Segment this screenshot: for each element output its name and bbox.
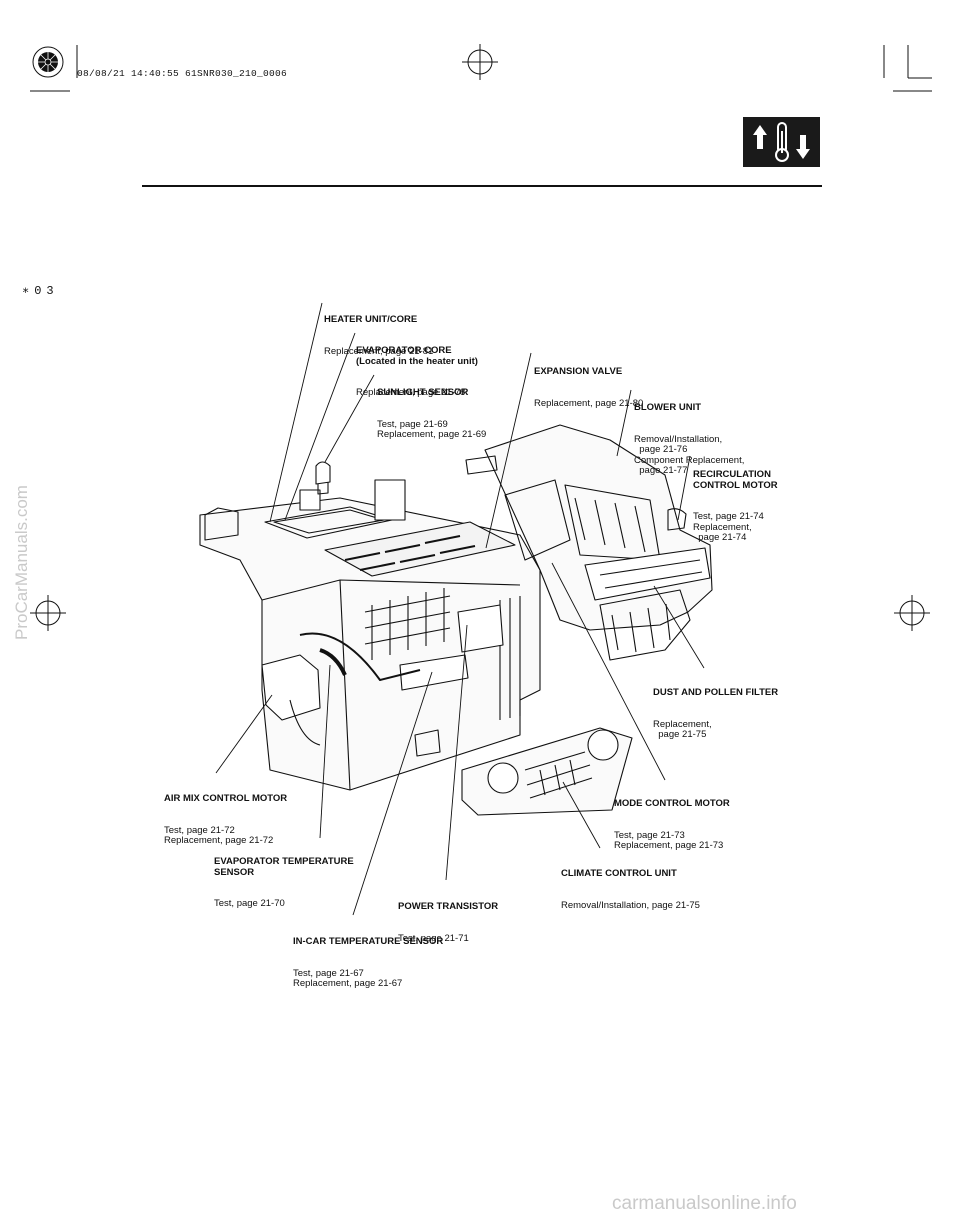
callout-detail: Test, page 21-69 Replacement, page 21-69	[377, 418, 487, 440]
watermark-side: ProCarManuals.com	[12, 485, 31, 640]
callout-detail: Test, page 21-73 Replacement, page 21-73	[614, 829, 724, 851]
print-stamp: 08/08/21 14:40:55 61SNR030_210_0006	[77, 68, 288, 79]
callout-evaporator-temp-sensor: EVAPORATOR TEMPERATURE SENSOR Test, page…	[214, 836, 354, 920]
page-code: ∗03	[22, 284, 59, 298]
callout-detail: Test, page 21-72 Replacement, page 21-72	[164, 824, 274, 846]
callout-title: AIR MIX CONTROL MOTOR	[164, 793, 288, 804]
callout-detail: Test, page 21-70	[214, 898, 285, 909]
callout-in-car-temp-sensor: IN-CAR TEMPERATURE SENSOR Test, page 21-…	[293, 916, 443, 1000]
callout-title: SUNLIGHT SENSOR	[377, 387, 469, 398]
callout-title: BLOWER UNIT	[634, 402, 702, 413]
registration-target-icon	[32, 46, 64, 78]
callout-title: POWER TRANSISTOR	[398, 901, 499, 912]
callout-title: CLIMATE CONTROL UNIT	[561, 868, 677, 879]
callout-expansion-valve: EXPANSION VALVE Replacement, page 21-80	[534, 346, 643, 420]
callout-title: HEATER UNIT/CORE	[324, 314, 418, 325]
callout-climate-control-unit: CLIMATE CONTROL UNIT Removal/Installatio…	[561, 848, 700, 922]
callout-title: EVAPORATOR TEMPERATURE SENSOR	[214, 856, 354, 878]
callout-detail: Test, page 21-74 Replacement, page 21-74	[693, 511, 764, 543]
header-rule	[142, 185, 822, 187]
callout-title: EXPANSION VALVE	[534, 366, 623, 377]
callout-power-transistor: POWER TRANSISTOR Test, page 21-71	[398, 881, 498, 955]
callout-sunlight-sensor: SUNLIGHT SENSOR Test, page 21-69 Replace…	[377, 367, 486, 451]
callout-detail: Replacement, page 21-80	[534, 397, 644, 409]
callout-detail: Test, page 21-67 Replacement, page 21-67	[293, 967, 403, 989]
callout-air-mix-motor: AIR MIX CONTROL MOTOR Test, page 21-72 R…	[164, 773, 287, 857]
callout-title: RECIRCULATION CONTROL MOTOR	[693, 469, 778, 491]
callout-dust-filter: DUST AND POLLEN FILTER Replacement, page…	[653, 667, 778, 751]
callout-title: MODE CONTROL MOTOR	[614, 798, 730, 809]
watermark-bottom: carmanualsonline.info	[612, 1193, 797, 1214]
callout-detail: Removal/Installation, page 21-75	[561, 899, 700, 911]
callout-detail: Test, page 21-71	[398, 932, 469, 944]
callout-recirculation-motor: RECIRCULATION CONTROL MOTOR Test, page 2…	[693, 449, 778, 554]
callout-detail: Replacement, page 21-75	[653, 718, 712, 740]
callout-title: IN-CAR TEMPERATURE SENSOR	[293, 936, 444, 947]
callout-detail: Removal/Installation, page 21-76 Compone…	[634, 433, 745, 476]
callout-mode-motor: MODE CONTROL MOTOR Test, page 21-73 Repl…	[614, 778, 730, 862]
climate-thermometer-icon	[743, 117, 820, 167]
callout-blower-unit: BLOWER UNIT Removal/Installation, page 2…	[634, 382, 744, 487]
callout-detail: Replacement, page 21-81	[324, 345, 434, 357]
callout-detail: Replacement, page 21-78	[356, 387, 466, 398]
callout-evaporator-core: EVAPORATOR CORE (Located in the heater u…	[356, 325, 478, 409]
callout-heater-unit: HEATER UNIT/CORE Replacement, page 21-81	[324, 294, 433, 368]
callout-title: EVAPORATOR CORE (Located in the heater u…	[356, 345, 478, 367]
callout-title: DUST AND POLLEN FILTER	[653, 687, 779, 698]
